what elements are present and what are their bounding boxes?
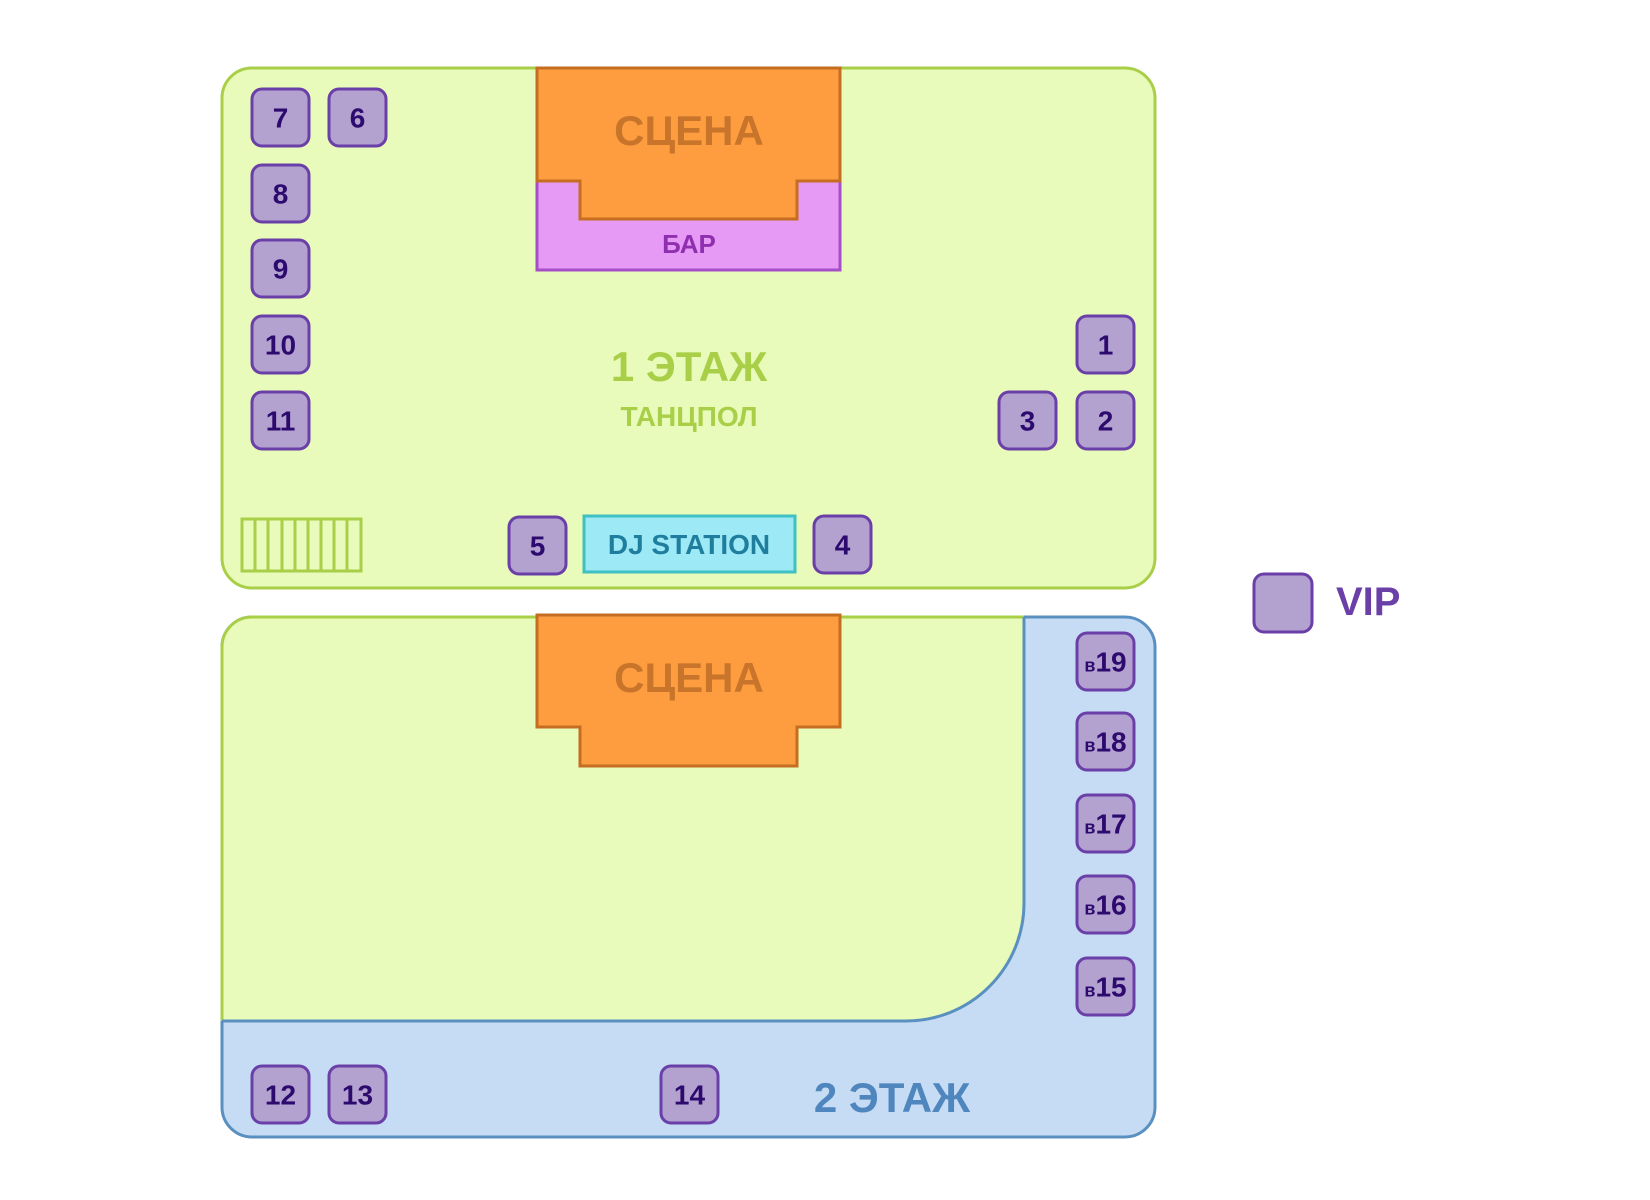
table-number: 8: [273, 179, 289, 210]
floor-1-tables: 1 2 3 4 5 6 7 8 9 10 11: [250, 87, 1136, 576]
table-shape[interactable]: [250, 1064, 311, 1125]
table-v19[interactable]: в19: [1075, 631, 1136, 692]
table-number: в19: [1084, 647, 1126, 678]
table-shape[interactable]: [250, 314, 311, 375]
table-number: 5: [530, 531, 546, 562]
table-prefix: в: [1084, 656, 1095, 676]
table-number: 12: [265, 1080, 296, 1111]
table-shape[interactable]: [1075, 711, 1136, 772]
table-shape[interactable]: [250, 163, 311, 224]
table-number-value: 19: [1095, 647, 1126, 678]
table-3[interactable]: 3: [997, 390, 1058, 451]
balcony-divider: [222, 617, 1026, 1023]
floor-2-main-border: [220, 615, 1024, 1021]
legend-vip-label: VIP: [1336, 580, 1400, 624]
table-2[interactable]: 2: [1075, 390, 1136, 451]
table-4[interactable]: 4: [812, 514, 873, 575]
bar-label: БАР: [662, 229, 716, 259]
table-7[interactable]: 7: [250, 87, 311, 148]
table-number: 13: [342, 1080, 373, 1111]
table-v18[interactable]: в18: [1075, 711, 1136, 772]
table-prefix: в: [1084, 736, 1095, 756]
table-number: 14: [674, 1080, 706, 1111]
table-shape[interactable]: [659, 1064, 720, 1125]
table-number: в18: [1084, 727, 1126, 758]
table-v17[interactable]: в17: [1075, 793, 1136, 854]
table-number-value: 16: [1095, 890, 1126, 921]
table-9[interactable]: 9: [250, 238, 311, 299]
table-number-value: 18: [1095, 727, 1126, 758]
table-shape[interactable]: [507, 515, 568, 576]
stairs-icon: [240, 517, 363, 573]
dj-station-label: DJ STATION: [608, 529, 770, 560]
table-10[interactable]: 10: [250, 314, 311, 375]
table-number: в16: [1084, 890, 1126, 921]
legend-vip-swatch: [1252, 572, 1314, 634]
table-shape[interactable]: [997, 390, 1058, 451]
floor-2-title: 2 ЭТАЖ: [814, 1074, 971, 1121]
table-shape[interactable]: [1075, 793, 1136, 854]
stage-label-floor-1: СЦЕНА: [614, 107, 764, 154]
stage-floor-2: [535, 613, 842, 768]
floor-1: СЦЕНА БАР 1 ЭТАЖ ТАНЦПОЛ DJ STATION 1 2 3 4…: [220, 66, 1157, 590]
table-number: 7: [273, 103, 289, 134]
table-v15[interactable]: в15: [1075, 956, 1136, 1017]
table-11[interactable]: 11: [250, 390, 311, 451]
table-number: 10: [265, 330, 296, 361]
table-number: 2: [1098, 406, 1114, 437]
dj-station: [582, 514, 797, 574]
table-shape[interactable]: [812, 514, 873, 575]
stage-floor-1: [535, 66, 842, 221]
table-shape[interactable]: [1075, 874, 1136, 935]
stage-label-floor-2: СЦЕНА: [614, 654, 764, 701]
table-number-value: 15: [1095, 972, 1126, 1003]
table-8[interactable]: 8: [250, 163, 311, 224]
floor-1-title: 1 ЭТАЖ: [611, 343, 768, 390]
table-shape[interactable]: [1075, 314, 1136, 375]
table-shape[interactable]: [327, 1064, 388, 1125]
table-6[interactable]: 6: [327, 87, 388, 148]
floor-1-subtitle: ТАНЦПОЛ: [620, 401, 757, 432]
table-5[interactable]: 5: [507, 515, 568, 576]
legend: VIP: [1252, 572, 1400, 634]
table-shape[interactable]: [327, 87, 388, 148]
table-shape[interactable]: [1075, 956, 1136, 1017]
table-number: 4: [835, 530, 851, 561]
table-14[interactable]: 14: [659, 1064, 720, 1125]
table-shape[interactable]: [1075, 631, 1136, 692]
table-shape[interactable]: [250, 87, 311, 148]
table-12[interactable]: 12: [250, 1064, 311, 1125]
table-number: 3: [1020, 406, 1036, 437]
table-v16[interactable]: в16: [1075, 874, 1136, 935]
table-number: 6: [350, 103, 366, 134]
table-prefix: в: [1084, 818, 1095, 838]
table-prefix: в: [1084, 981, 1095, 1001]
table-shape[interactable]: [250, 238, 311, 299]
table-number: 9: [273, 254, 289, 285]
table-1[interactable]: 1: [1075, 314, 1136, 375]
table-shape[interactable]: [1075, 390, 1136, 451]
table-13[interactable]: 13: [327, 1064, 388, 1125]
table-shape[interactable]: [250, 390, 311, 451]
table-number: 1: [1098, 330, 1114, 361]
table-number: в17: [1084, 809, 1126, 840]
table-number-value: 17: [1095, 809, 1126, 840]
table-number: 11: [266, 406, 296, 437]
table-number: в15: [1084, 972, 1126, 1003]
table-prefix: в: [1084, 899, 1095, 919]
